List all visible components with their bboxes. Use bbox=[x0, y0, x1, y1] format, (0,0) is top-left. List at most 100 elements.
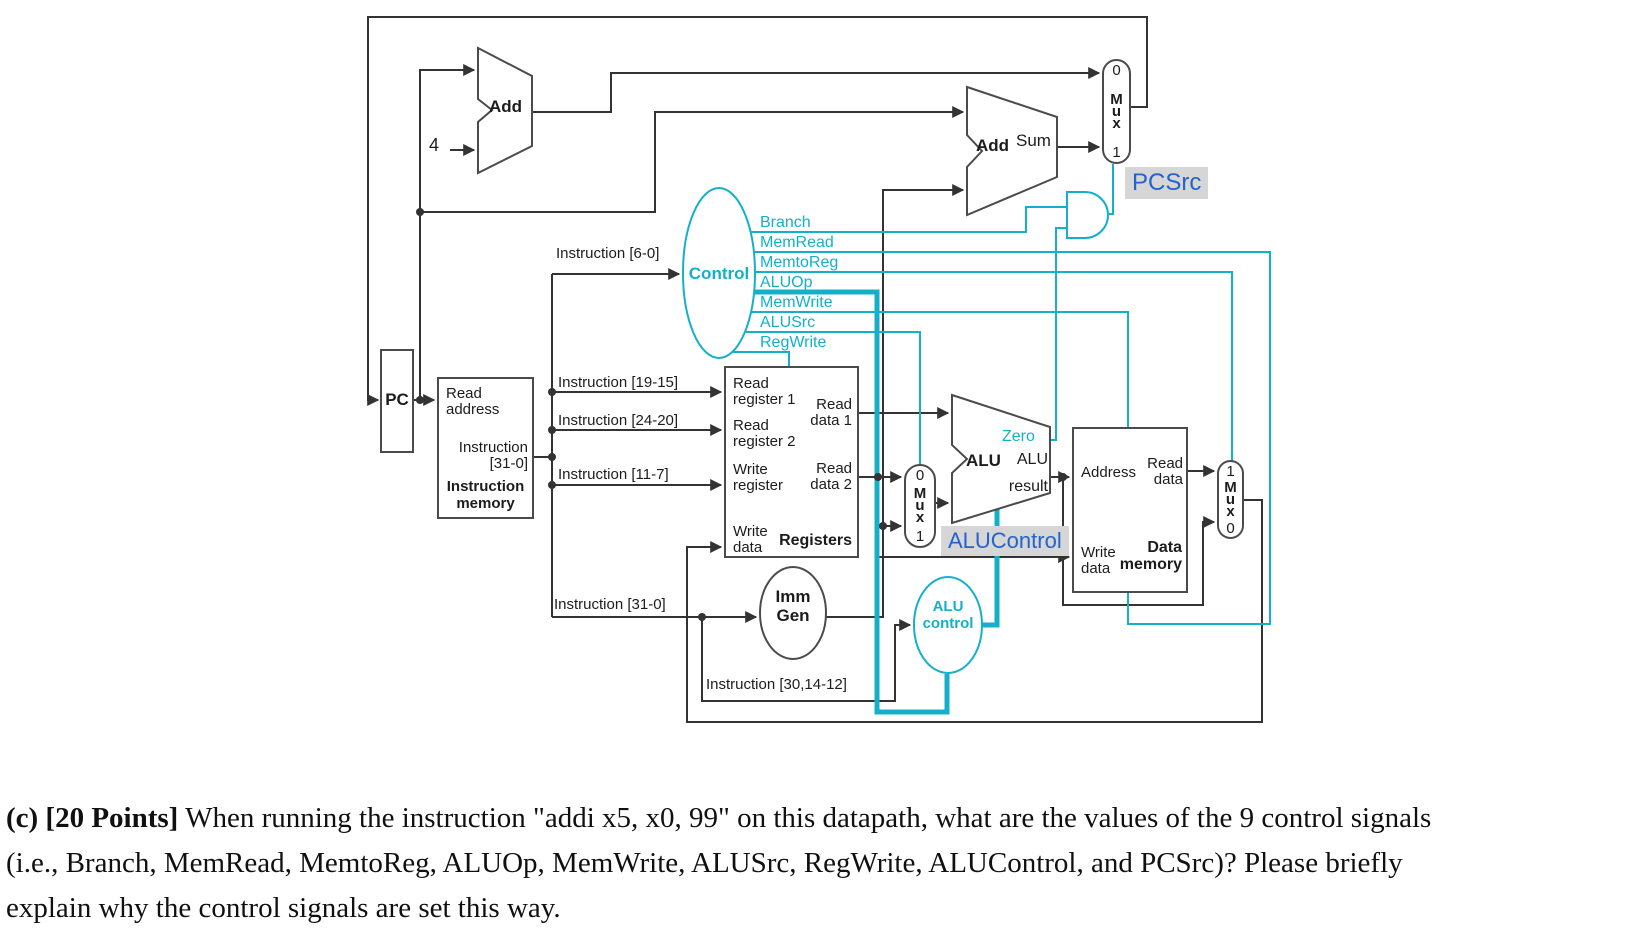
sum-label: Sum bbox=[1016, 131, 1051, 150]
alu-result-line2: result bbox=[1008, 478, 1048, 495]
and-gate bbox=[1066, 191, 1109, 239]
pc-adder-label: Add bbox=[489, 97, 523, 116]
reg-read-data2-line2: data 2 bbox=[810, 476, 852, 493]
alucontrol-label-line2: control bbox=[922, 615, 974, 632]
question-points: (c) [20 Points] bbox=[6, 802, 179, 834]
alu-result-line1: ALU bbox=[1016, 451, 1048, 468]
imem-out-line1: Instruction bbox=[458, 439, 528, 456]
alu-shape bbox=[951, 393, 1051, 525]
dmem-write-data-line2: data bbox=[1081, 560, 1111, 577]
signal-memtoreg: MemtoReg bbox=[760, 254, 839, 271]
wire-pc-to-adder bbox=[419, 64, 476, 400]
wire-aluop bbox=[752, 289, 950, 715]
imm-gen-oval bbox=[759, 566, 827, 660]
writeback-mux-labels: 1 M u x 0 bbox=[1218, 464, 1243, 536]
label-instr-11-7: Instruction [11-7] bbox=[558, 466, 669, 483]
imem-read-address-line1: Read bbox=[446, 385, 482, 402]
dmem-title-line1: Data bbox=[1147, 539, 1182, 556]
wire-pc-plus-4 bbox=[532, 67, 1101, 113]
junction-dots bbox=[416, 208, 1067, 621]
pc-box bbox=[380, 349, 414, 453]
reg-read-reg1-line2: register 1 bbox=[733, 391, 796, 408]
registers-box bbox=[724, 366, 859, 558]
pcsrc-mux-shape bbox=[1102, 59, 1131, 164]
wire-aluresult-to-mux bbox=[1062, 477, 1216, 606]
writeback-mux-x: x bbox=[1226, 503, 1235, 520]
branch-adder-shape bbox=[966, 85, 1058, 217]
wire-writeback bbox=[686, 499, 1263, 723]
wire-pcsrc-select bbox=[1107, 164, 1114, 215]
reg-write-data-line1: Write bbox=[733, 523, 768, 540]
question-line-3: explain why the control signals are set … bbox=[6, 892, 561, 924]
wire-alusrc bbox=[746, 331, 921, 466]
signal-aluop: ALUOp bbox=[760, 274, 813, 291]
dmem-read-data-line2: data bbox=[1153, 471, 1183, 488]
signal-memwrite: MemWrite bbox=[760, 294, 833, 311]
wire-pc-to-branch-adder bbox=[420, 106, 965, 213]
imem-read-address-line2: address bbox=[446, 401, 500, 418]
wires-control bbox=[733, 164, 1271, 625]
pc-label: PC bbox=[385, 390, 409, 409]
reg-write-reg-line1: Write bbox=[733, 461, 768, 478]
label-instr-30-14-12: Instruction [30,14-12] bbox=[706, 676, 847, 693]
const-four-label: 4 bbox=[429, 135, 440, 155]
pcsrc-annotation: PCSrc bbox=[1125, 167, 1209, 199]
pcsrc-mux-0: 0 bbox=[1112, 62, 1121, 79]
imem-out-line2: [31-0] bbox=[489, 455, 528, 472]
dmem-title-line2: memory bbox=[1119, 556, 1182, 573]
alusrc-mux-x: x bbox=[915, 509, 925, 526]
registers-title: Registers bbox=[779, 532, 852, 549]
reg-write-reg-line2: register bbox=[733, 477, 784, 494]
dmem-address-label: Address bbox=[1081, 464, 1137, 481]
datapath-diagram bbox=[367, 16, 1271, 723]
wire-branch bbox=[750, 206, 1066, 233]
wire-memtoreg bbox=[754, 271, 1233, 462]
reg-read-reg2-line1: Read bbox=[733, 417, 769, 434]
writeback-mux-0: 0 bbox=[1226, 520, 1235, 537]
reg-read-reg1-line1: Read bbox=[733, 375, 769, 392]
pcsrc-mux-u: u bbox=[1111, 102, 1122, 120]
wire-pc-feedback bbox=[367, 16, 1148, 406]
branch-adder-label: Add bbox=[976, 136, 1010, 155]
imem-title-line2: memory bbox=[456, 495, 515, 512]
alusrc-mux-0: 0 bbox=[915, 467, 925, 484]
alusrc-mux-m: M bbox=[913, 485, 927, 502]
control-oval bbox=[682, 187, 756, 359]
label-instr-24-20: Instruction [24-20] bbox=[558, 412, 679, 429]
wire-i30-14-12 bbox=[701, 617, 912, 702]
writeback-mux-shape bbox=[1217, 460, 1244, 539]
question-line-2: (i.e., Branch, MemRead, MemtoReg, ALUOp,… bbox=[6, 847, 1403, 879]
alu-zero-label: Zero bbox=[1002, 428, 1035, 445]
question-text: (c) [20 Points] When running the instruc… bbox=[6, 796, 1650, 931]
wire-imm-out bbox=[826, 184, 965, 618]
alucontrol-label-line1: ALU bbox=[932, 598, 964, 615]
alusrc-mux-shape bbox=[904, 464, 936, 548]
pcsrc-mux-m: M bbox=[1110, 90, 1123, 108]
signal-regwrite: RegWrite bbox=[760, 334, 827, 351]
alusrc-mux-labels: 0 M u x 1 bbox=[905, 468, 935, 544]
pc-adder-shape bbox=[477, 46, 533, 175]
reg-read-data1-line2: data 1 bbox=[810, 412, 852, 429]
wire-regwrite bbox=[733, 351, 790, 368]
label-instr-19-15: Instruction [19-15] bbox=[558, 374, 679, 391]
alusrc-mux-u: u bbox=[915, 497, 925, 514]
immgen-label-line1: Imm bbox=[775, 587, 811, 606]
question-line-1-rest: When running the instruction "addi x5, x… bbox=[178, 802, 1432, 834]
instruction-memory-box bbox=[437, 377, 534, 519]
wire-zero bbox=[1048, 227, 1066, 441]
alu-label: ALU bbox=[966, 451, 1001, 470]
question-line-1: (c) [20 Points] When running the instruc… bbox=[6, 796, 1650, 841]
dmem-write-data-line1: Write bbox=[1081, 544, 1116, 561]
data-memory-box bbox=[1072, 427, 1188, 593]
alusrc-mux-1: 1 bbox=[915, 528, 925, 545]
reg-read-data1-line1: Read bbox=[816, 396, 852, 413]
signal-branch: Branch bbox=[760, 214, 811, 231]
wires-black bbox=[367, 16, 1263, 723]
reg-read-data2-line1: Read bbox=[816, 460, 852, 477]
reg-read-reg2-line2: register 2 bbox=[733, 433, 796, 450]
signal-memread: MemRead bbox=[760, 234, 834, 251]
label-instr-31-0: Instruction [31-0] bbox=[554, 596, 666, 613]
pcsrc-mux-1: 1 bbox=[1112, 144, 1121, 161]
signal-alusrc: ALUSrc bbox=[760, 314, 816, 331]
alu-control-oval bbox=[913, 576, 983, 674]
